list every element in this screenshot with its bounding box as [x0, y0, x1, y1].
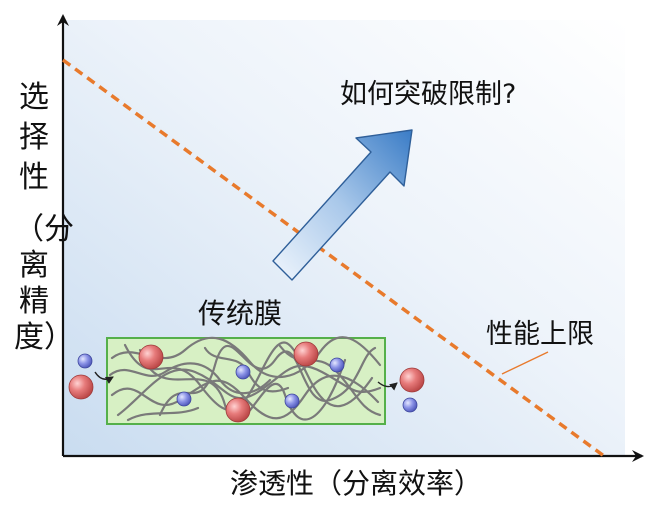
feed-small-particle [77, 353, 93, 369]
question-label: 如何突破限制? [340, 79, 517, 110]
large-particle [138, 344, 164, 370]
y-axis-subtitle: （分离精度） [14, 212, 74, 355]
membrane-label: 传统膜 [198, 297, 283, 330]
large-particle [225, 397, 251, 423]
limit-leader-line [501, 351, 549, 375]
performance-limit-label: 性能上限 [486, 319, 594, 350]
small-particle [329, 357, 345, 373]
feed-arrow [94, 371, 114, 384]
large-particle [293, 341, 319, 367]
small-particle [235, 364, 251, 380]
x-axis-title: 渗透性（分离效率） [230, 467, 483, 500]
permeate-arrow [377, 381, 398, 391]
performance-limit-line [61, 58, 606, 458]
permeate-small-particle [402, 397, 418, 413]
breakthrough-arrow [272, 129, 413, 281]
y-axis-title: 选择性 [19, 80, 49, 195]
small-particle [284, 393, 300, 409]
feed-large-particle [68, 374, 94, 400]
permeate-large-particle [399, 367, 425, 393]
small-particle [176, 391, 192, 407]
